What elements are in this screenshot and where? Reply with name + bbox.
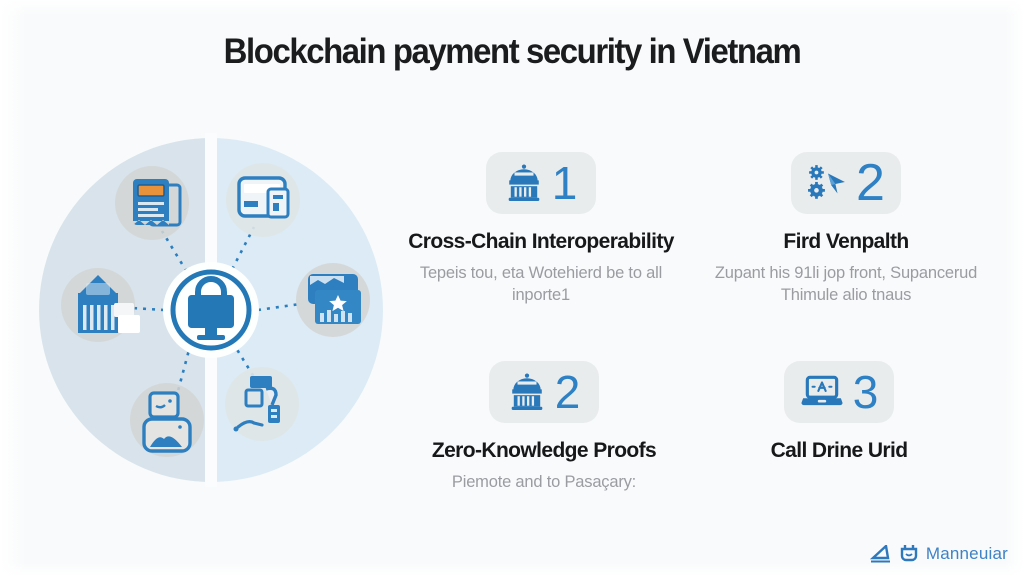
- wallet-terminal-icon: [226, 163, 300, 237]
- feature-title: Fird Venpalth: [783, 230, 909, 253]
- feature-number: 3: [852, 366, 879, 418]
- feature-card-cross-chain: 1 Cross-Chain Interoperability Tepeis to…: [391, 152, 691, 307]
- feature-title: Zero-Knowledge Proofs: [431, 439, 657, 462]
- feature-icon-tile: 2: [791, 152, 901, 214]
- secure-monitor-lock-icon: [163, 262, 259, 358]
- id-photo-icon: [130, 383, 204, 457]
- laptop-launch-icon: [801, 375, 843, 406]
- ruler-triangle-icon: [869, 545, 890, 563]
- feature-card-fird-venpalth: 2 Fird Venpalth Zupant his 91li jop fron…: [696, 152, 996, 307]
- feature-description: Zupant his 91li jop front, Supancerud Th…: [714, 264, 978, 304]
- feature-card-call-drine: 3 Call Drine Urid: [689, 361, 989, 472]
- feature-icon-tile: 2: [489, 361, 599, 423]
- feature-number: 1: [551, 157, 578, 209]
- feature-number: 2: [856, 154, 885, 212]
- feature-description: Tepeis tou, eta Wotehierd be to all inpo…: [419, 264, 663, 304]
- security-hub-diagram: [39, 133, 383, 487]
- bank-building-icon: [511, 373, 543, 410]
- feature-icon-tile: 3: [784, 361, 894, 423]
- page-title: Blockchain payment security in Vietnam: [223, 32, 802, 71]
- plug-icon: [900, 545, 918, 562]
- bank-building-icon: [508, 164, 540, 201]
- atm-robot-icon: [225, 367, 299, 441]
- gears-plane-icon: [808, 165, 845, 199]
- feature-card-zero-knowledge: 2 Zero-Knowledge Proofs Piemote and to P…: [394, 361, 694, 494]
- feature-number: 2: [554, 366, 581, 418]
- feature-title: Cross-Chain Interoperability: [408, 230, 674, 253]
- flag-card-icon: [296, 263, 370, 337]
- feature-icon-tile: 1: [486, 152, 596, 214]
- footer-brand: Manneuiar: [869, 544, 1008, 564]
- feature-description: Piemote and to Pasaçary:: [451, 473, 637, 491]
- brand-name: Manneuiar: [925, 544, 1008, 563]
- bank-house-icon: [61, 268, 140, 342]
- feature-title: Call Drine Urid: [770, 439, 908, 462]
- receipt-icon: [115, 166, 189, 240]
